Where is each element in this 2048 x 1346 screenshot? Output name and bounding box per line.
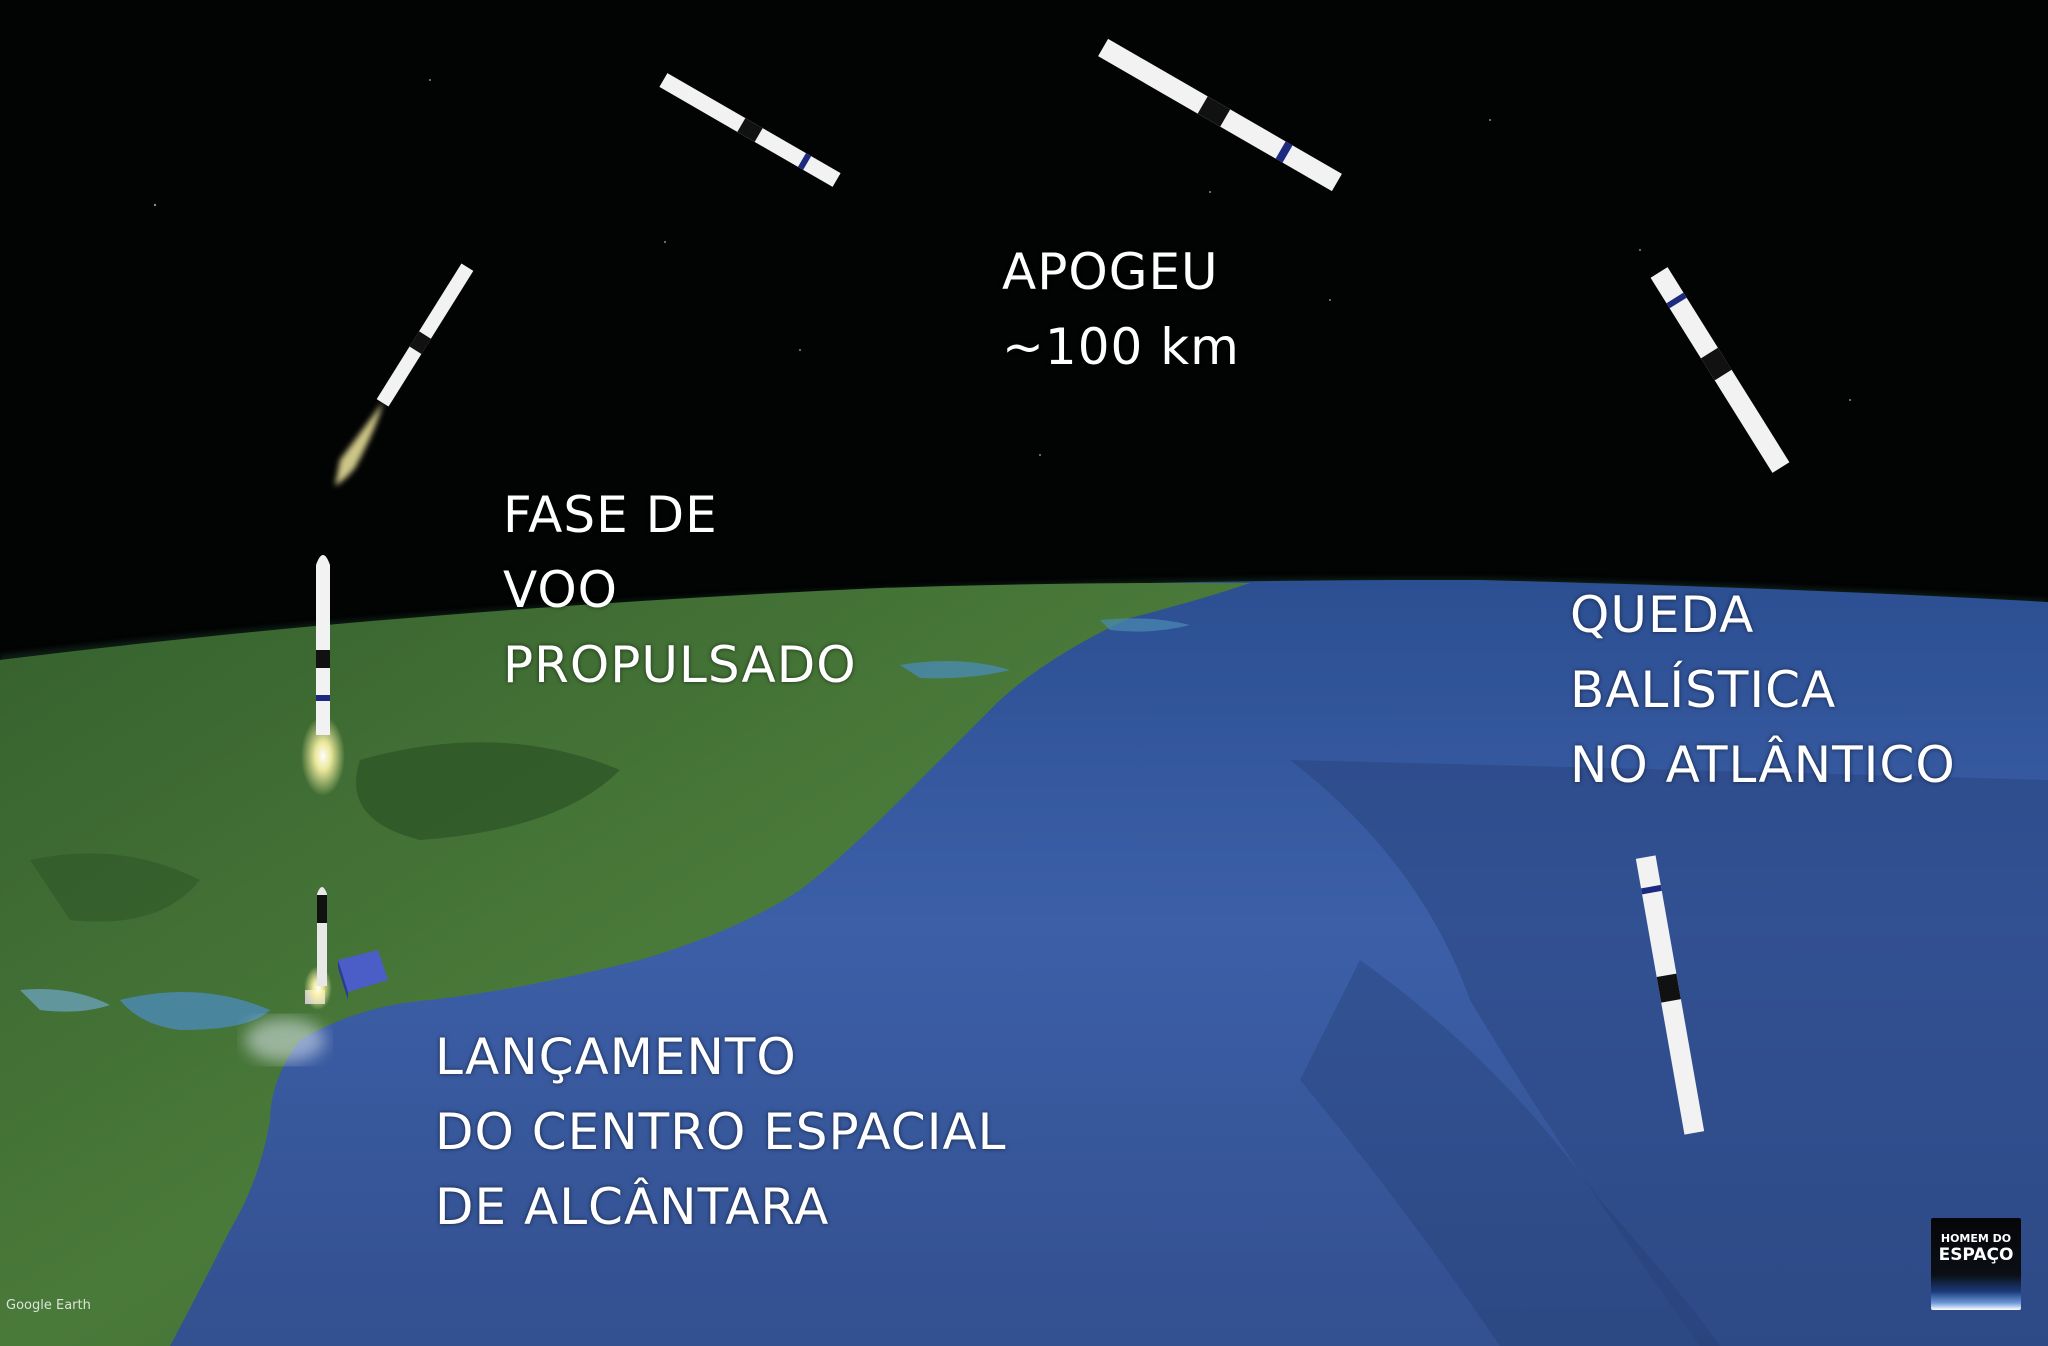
rocket-icon [316, 555, 330, 735]
powered-flight-label: FASE DE VOO PROPULSADO [503, 478, 857, 703]
apogee-line-1: APOGEU [1002, 243, 1219, 301]
ballistic-fall-line-1: QUEDA [1570, 586, 1755, 644]
rocket-icon [1635, 855, 1705, 1135]
rocket-icon [376, 263, 474, 407]
logo-line-1: HOMEM DO [1940, 1232, 2012, 1245]
ballistic-fall-line-2: BALÍSTICA [1570, 661, 1837, 719]
launch-line-3: DE ALCÂNTARA [435, 1178, 830, 1236]
google-earth-credit: Google Earth [6, 1298, 91, 1313]
launch-line-1: LANÇAMENTO [435, 1028, 797, 1086]
rocket-icon [1098, 38, 1342, 192]
powered-flight-line-1: FASE DE [503, 486, 718, 544]
rocket-icon [1650, 267, 1790, 473]
powered-flight-line-3: PROPULSADO [503, 636, 857, 694]
rocket-icon [317, 887, 327, 986]
flame-glow [301, 716, 345, 796]
logo-line-2: ESPAÇO [1938, 1245, 2014, 1265]
powered-flight-line-2: VOO [503, 561, 619, 619]
apogee-line-2: ~100 km [1002, 318, 1240, 376]
apogee-label: APOGEU ~100 km [1002, 235, 1240, 385]
rocket-icon [659, 73, 841, 187]
ballistic-fall-line-3: NO ATLÂNTICO [1570, 736, 1956, 794]
homem-do-espaco-logo: HOMEM DO ESPAÇO [1931, 1218, 2021, 1310]
ballistic-fall-label: QUEDA BALÍSTICA NO ATLÂNTICO [1570, 578, 1956, 803]
launch-line-2: DO CENTRO ESPACIAL [435, 1103, 1007, 1161]
stars [153, 79, 1851, 456]
flame-trail [335, 402, 383, 486]
launch-label: LANÇAMENTO DO CENTRO ESPACIAL DE ALCÂNTA… [435, 1020, 1007, 1245]
